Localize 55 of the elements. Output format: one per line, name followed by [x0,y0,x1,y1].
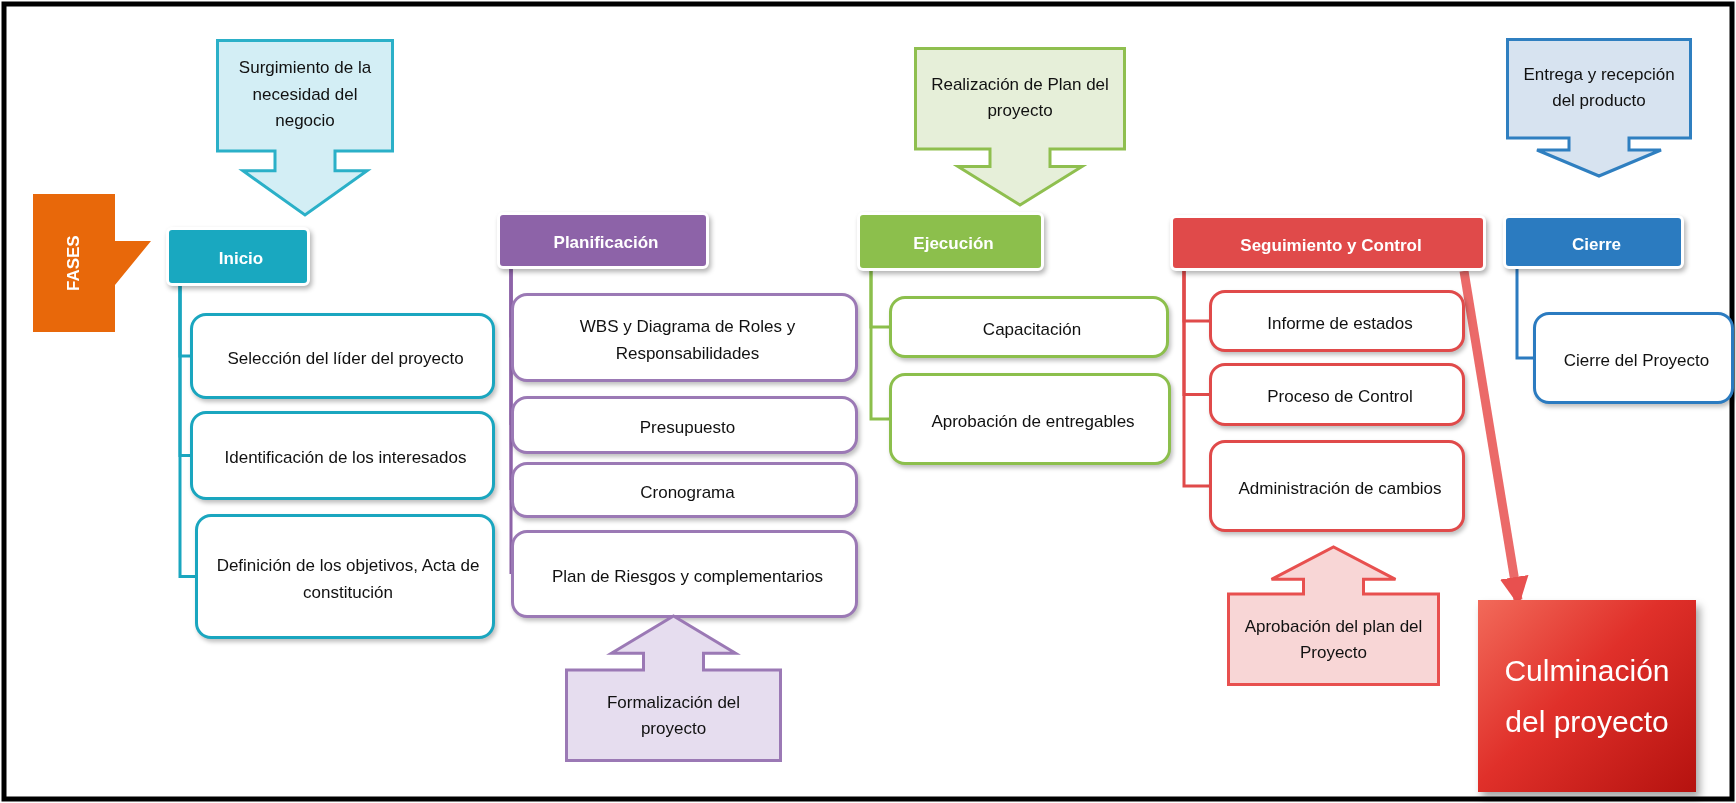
process-box [190,313,495,399]
connector-line [1182,271,1209,488]
box-text: Culminación del proyecto [1503,653,1671,740]
box-text: Aprobación de entregables [931,410,1135,433]
process-box [511,293,858,382]
process-box [195,514,495,639]
connector-line [509,269,513,576]
process-box [1209,440,1465,532]
callout-box [1506,38,1692,178]
box-text: WBS y Diagrama de Roles y Responsabilidades [578,316,797,365]
callout-box [565,614,782,762]
box-text: Definición de los objetivos, Acta de constitución [215,555,481,604]
process-box [1209,290,1465,352]
callout-box [1227,545,1440,686]
box-text: Identificación de los interesados [224,447,467,470]
phase-title: Planificación [553,232,659,255]
box-text: Plan de Riesgos y complementarios [551,565,824,588]
process-box [511,530,858,618]
phase-header [1503,215,1684,269]
box-text: FASES [62,235,84,291]
phase-title: Ejecución [913,233,994,256]
phase-title: Inicio [218,248,264,271]
process-box [889,373,1171,465]
connector-line [869,271,889,421]
phase-header [1170,215,1486,271]
process-box [511,462,858,518]
box-text: Informe de estados [1267,312,1413,335]
process-box [1209,363,1465,426]
phase-header [857,212,1044,271]
box-text: Aprobación del plan del Proyecto [1243,615,1424,664]
box-text: Administración de cambios [1238,477,1442,500]
process-box [190,411,495,500]
box-text: Cierre del Proyecto [1563,349,1710,372]
connector-line [178,286,195,578]
box-text: Surgimiento de la necesidad del negocio [237,57,373,133]
box-text: Capacitación [982,318,1082,341]
arrow-label [33,194,151,332]
process-box [1533,312,1734,404]
box-text: Cronograma [640,481,735,504]
box-text: Proceso de Control [1267,386,1413,409]
phase-header [166,227,310,286]
connector-line [1515,269,1533,360]
result-box [1478,600,1696,792]
callout-box [216,39,394,217]
callout-box [914,47,1126,207]
phase-title: Seguimiento y Control [1240,234,1422,257]
box-text: Presupuesto [639,416,736,439]
box-text: Selección del líder del proyecto [227,347,464,370]
box-text: Formalización del proyecto [605,691,742,740]
box-text: Realización de Plan del proyecto [930,73,1110,122]
phase-header [497,212,709,269]
box-text: Entrega y recepción del producto [1522,63,1676,112]
process-box [511,396,858,454]
phase-title: Cierre [1571,233,1622,256]
process-box [889,296,1169,358]
